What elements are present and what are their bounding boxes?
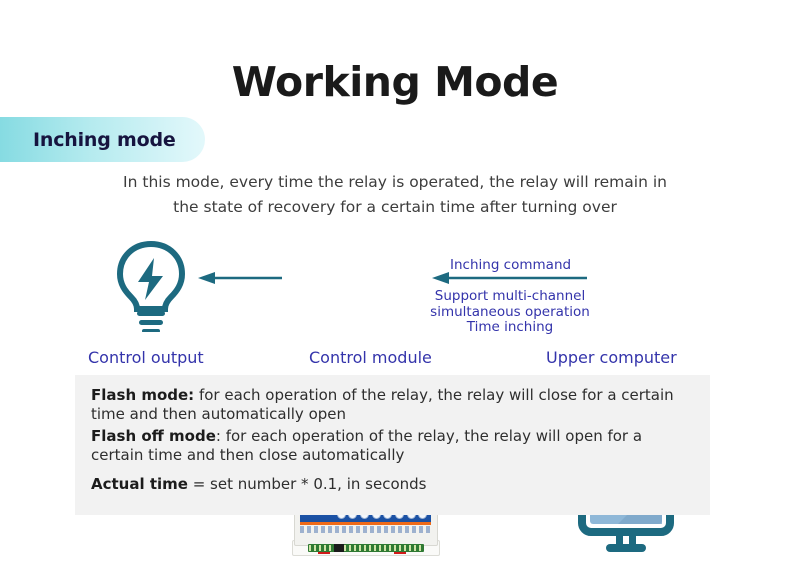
inching-mode-badge: Inching mode	[0, 117, 205, 162]
inching-mode-badge-label: Inching mode	[33, 128, 176, 151]
flash-off-mode-description: Flash off mode: for each operation of th…	[91, 427, 697, 465]
page-title: Working Mode	[231, 58, 559, 106]
module-marker-right	[394, 552, 406, 554]
mode-description-line-2: the state of recovery for a certain time…	[173, 198, 617, 216]
module-accent-stripe	[300, 522, 431, 525]
flash-off-mode-term: Flash off mode	[91, 427, 216, 445]
label-upper-computer: Upper computer	[546, 348, 677, 367]
flash-mode-description: Flash mode: for each operation of the re…	[91, 386, 697, 424]
lightbulb-icon	[116, 240, 186, 332]
flash-off-mode-text: : for each operation of the relay, the r…	[91, 427, 643, 464]
command-note-3: Time inching	[466, 319, 554, 335]
label-control-output: Control output	[88, 348, 204, 367]
module-marker-left	[318, 552, 330, 554]
module-printed-text	[300, 526, 431, 533]
actual-time-description: Actual time = set number * 0.1, in secon…	[91, 475, 697, 494]
arrow-computer-to-module	[432, 272, 587, 284]
flash-mode-text: for each operation of the relay, the rel…	[91, 386, 674, 423]
label-control-module: Control module	[309, 348, 432, 367]
module-bottom-terminal	[308, 544, 424, 552]
actual-time-text: = set number * 0.1, in seconds	[187, 475, 427, 493]
arrow-module-to-output	[198, 272, 282, 284]
mode-description-line-1: In this mode, every time the relay is op…	[123, 173, 667, 191]
command-note-1: Support multi-channel	[434, 288, 586, 304]
mode-details-panel: Flash mode: for each operation of the re…	[75, 375, 710, 515]
actual-time-term: Actual time	[91, 475, 188, 493]
flash-mode-term: Flash mode:	[91, 386, 195, 404]
command-note-2: simultaneous operation	[430, 303, 590, 320]
inching-command-label: Inching command	[450, 257, 572, 273]
mode-description: In this mode, every time the relay is op…	[95, 170, 695, 220]
inching-command-notes: Support multi-channel simultaneous opera…	[430, 288, 590, 336]
